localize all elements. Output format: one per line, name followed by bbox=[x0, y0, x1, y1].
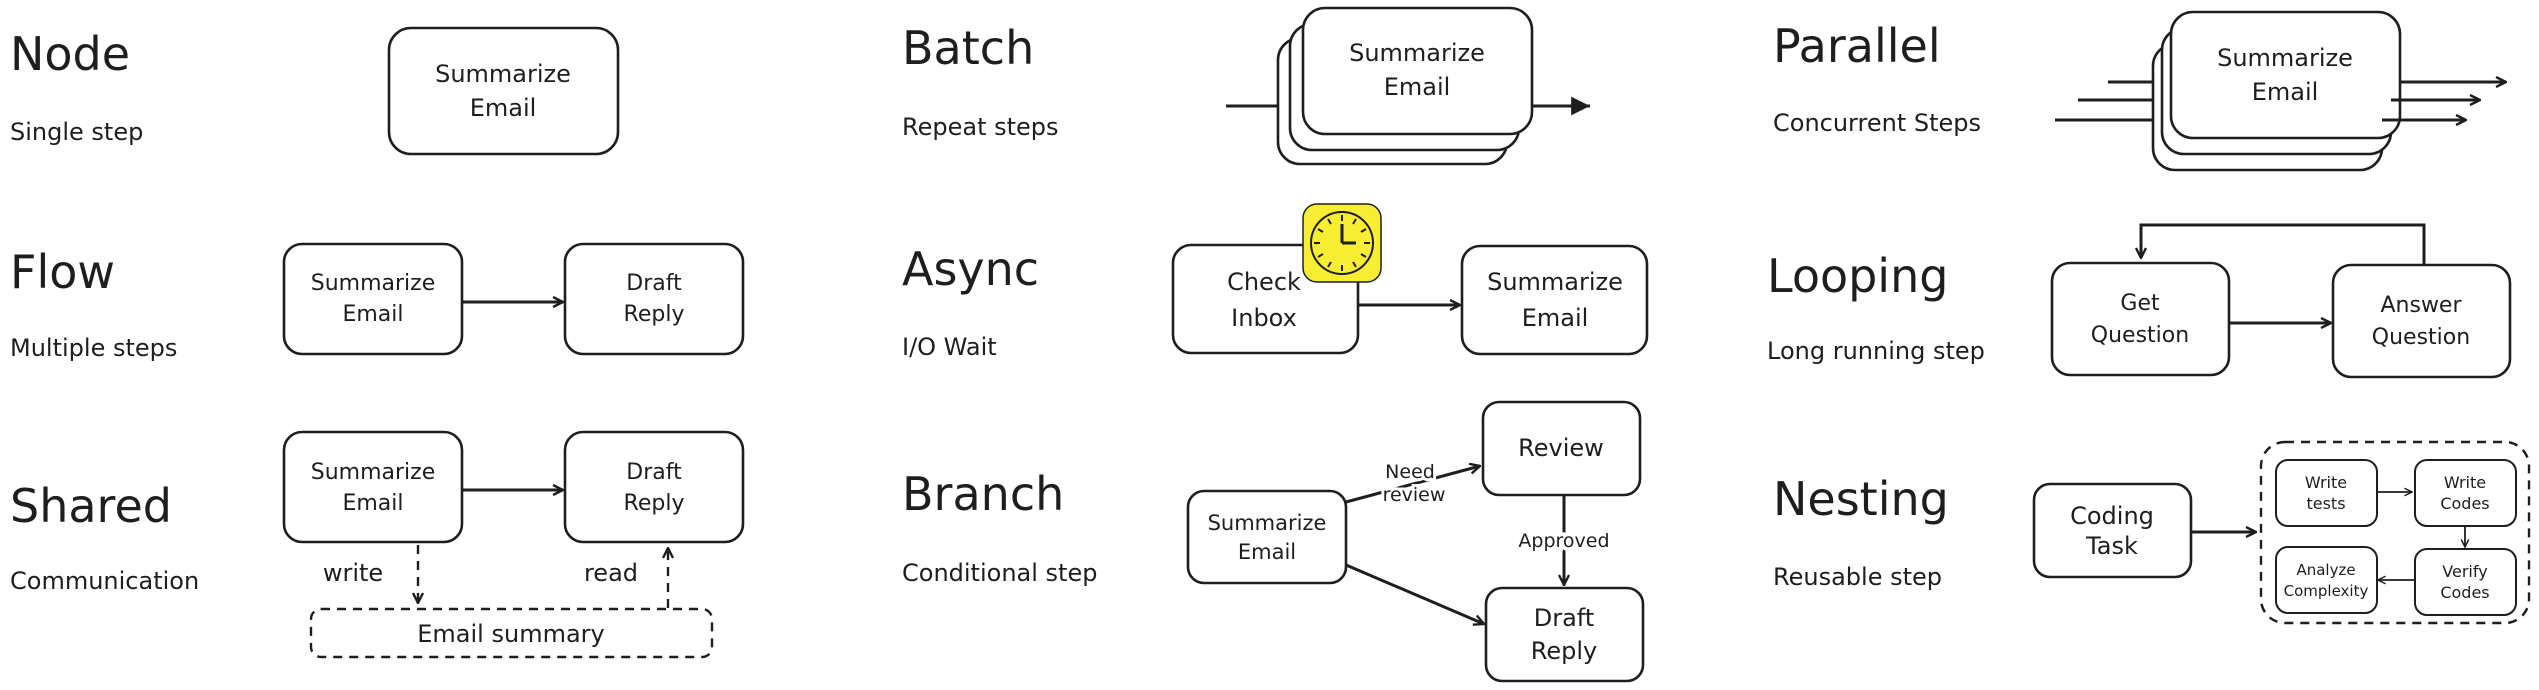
shared-title: Shared bbox=[10, 479, 172, 533]
node-title: Node bbox=[10, 27, 130, 81]
shared-subtitle: Communication bbox=[10, 567, 199, 595]
branch-title: Branch bbox=[902, 467, 1064, 521]
looping-section: Looping Long running step Get Question A… bbox=[1767, 223, 2512, 379]
shared-box1-line1: Summarize bbox=[311, 460, 436, 485]
nesting-inner3-line1: Verify bbox=[2442, 562, 2487, 581]
looping-answer-question-node bbox=[2331, 263, 2512, 379]
flow-box1-line1: Summarize bbox=[311, 271, 436, 296]
batch-summarize-email-node bbox=[1301, 6, 1534, 136]
nesting-inner4-line1: Analyze bbox=[2296, 561, 2355, 579]
batch-subtitle: Repeat steps bbox=[902, 113, 1059, 141]
async-box2-line1: Summarize bbox=[1487, 268, 1623, 296]
branch-review-label: Review bbox=[1518, 434, 1604, 462]
shared-email-summary-store bbox=[309, 607, 714, 659]
looping-subtitle: Long running step bbox=[1767, 337, 1985, 365]
nesting-write-codes-node bbox=[2414, 459, 2517, 527]
nesting-verify-codes-node bbox=[2414, 548, 2517, 616]
flow-box2-line2: Reply bbox=[624, 302, 685, 327]
nesting-inner4-line2: Complexity bbox=[2284, 582, 2369, 600]
branch-draft-line1: Draft bbox=[1534, 604, 1595, 632]
shared-write-label: write bbox=[323, 559, 383, 587]
batch-box-line1: Summarize bbox=[1349, 39, 1485, 67]
nesting-outer-line2: Task bbox=[2085, 532, 2138, 560]
nesting-title: Nesting bbox=[1773, 472, 1949, 526]
nesting-inner1-line1: Write bbox=[2305, 473, 2347, 492]
node-box-line2: Email bbox=[470, 94, 537, 122]
shared-summarize-email-node bbox=[282, 430, 464, 544]
batch-box-line2: Email bbox=[1384, 73, 1451, 101]
flow-box1-line2: Email bbox=[342, 302, 403, 327]
parallel-title: Parallel bbox=[1773, 19, 1941, 73]
branch-subtitle: Conditional step bbox=[902, 559, 1097, 587]
batch-section: Batch Repeat steps Summarize Email bbox=[902, 6, 1590, 166]
parallel-box-line1: Summarize bbox=[2217, 44, 2353, 72]
flow-draft-reply-node bbox=[563, 242, 745, 356]
async-summarize-email-node bbox=[1460, 244, 1649, 356]
branch-draft-reply-node bbox=[1484, 586, 1645, 683]
flow-title: Flow bbox=[10, 245, 115, 299]
nesting-outer-line1: Coding bbox=[2070, 502, 2154, 530]
parallel-subtitle: Concurrent Steps bbox=[1773, 109, 1981, 137]
shared-box2-line2: Reply bbox=[624, 491, 685, 516]
nesting-inner3-line2: Codes bbox=[2440, 583, 2489, 602]
nesting-section: Nesting Reusable step Coding Task Write … bbox=[1773, 440, 2531, 625]
branch-draft-line2: Reply bbox=[1531, 637, 1597, 665]
nesting-inner2-line1: Write bbox=[2444, 473, 2486, 492]
branch-summarize-email-node bbox=[1186, 489, 1348, 585]
nesting-inner1-line2: tests bbox=[2306, 494, 2345, 513]
branch-need-label-line1: Need bbox=[1385, 461, 1435, 483]
looping-box2-line2: Question bbox=[2372, 325, 2470, 350]
looping-back-arrow bbox=[2141, 223, 2426, 265]
clock-icon bbox=[1302, 203, 1382, 283]
async-box1-line1: Check bbox=[1227, 268, 1301, 296]
shared-section: Shared Communication Summarize Email Dra… bbox=[10, 430, 745, 659]
node-subtitle: Single step bbox=[10, 118, 143, 146]
nesting-write-tests-node bbox=[2275, 459, 2378, 527]
branch-start-line2: Email bbox=[1238, 540, 1296, 564]
flow-subtitle: Multiple steps bbox=[10, 334, 177, 362]
branch-start-line1: Summarize bbox=[1208, 511, 1327, 535]
async-title: Async bbox=[902, 242, 1039, 296]
async-section: Async I/O Wait Check Inbox Summarize Ema… bbox=[902, 203, 1649, 361]
async-box1-line2: Inbox bbox=[1231, 304, 1297, 332]
async-subtitle: I/O Wait bbox=[902, 333, 997, 361]
parallel-box-line2: Email bbox=[2252, 78, 2319, 106]
flow-box2-line1: Draft bbox=[626, 271, 682, 296]
nesting-analyze-complexity-node bbox=[2275, 546, 2378, 614]
branch-approved-label: Approved bbox=[1518, 530, 1609, 552]
async-box2-line2: Email bbox=[1522, 304, 1589, 332]
looping-get-question-node bbox=[2050, 261, 2231, 377]
shared-store-label: Email summary bbox=[417, 620, 604, 648]
summarize-email-node bbox=[387, 26, 620, 156]
branch-review-arrow bbox=[1345, 466, 1480, 504]
flow-summarize-email-node bbox=[282, 242, 464, 356]
shared-box2-line1: Draft bbox=[626, 460, 682, 485]
node-box-line1: Summarize bbox=[435, 60, 571, 88]
parallel-section: Parallel Concurrent Steps Summarize Emai… bbox=[1773, 10, 2506, 172]
branch-need-label-line2: review bbox=[1383, 484, 1446, 506]
looping-box2-line1: Answer bbox=[2380, 293, 2462, 318]
nesting-coding-task-node bbox=[2032, 482, 2193, 579]
nesting-inner2-line2: Codes bbox=[2440, 494, 2489, 513]
shared-box1-line2: Email bbox=[342, 491, 403, 516]
branch-draft-arrow bbox=[1345, 563, 1484, 624]
looping-box1-line2: Question bbox=[2091, 323, 2189, 348]
shared-draft-reply-node bbox=[563, 430, 745, 544]
node-section: Node Single step Summarize Email bbox=[10, 26, 620, 156]
nesting-subtitle: Reusable step bbox=[1773, 563, 1942, 591]
flow-section: Flow Multiple steps Summarize Email Draf… bbox=[10, 242, 745, 362]
parallel-summarize-email-node bbox=[2169, 10, 2402, 140]
batch-title: Batch bbox=[902, 21, 1034, 75]
shared-read-label: read bbox=[584, 559, 638, 587]
branch-review-node bbox=[1481, 400, 1642, 497]
branch-section: Branch Conditional step Summarize Email … bbox=[902, 400, 1645, 683]
looping-title: Looping bbox=[1767, 249, 1948, 303]
looping-box1-line1: Get bbox=[2120, 291, 2160, 316]
